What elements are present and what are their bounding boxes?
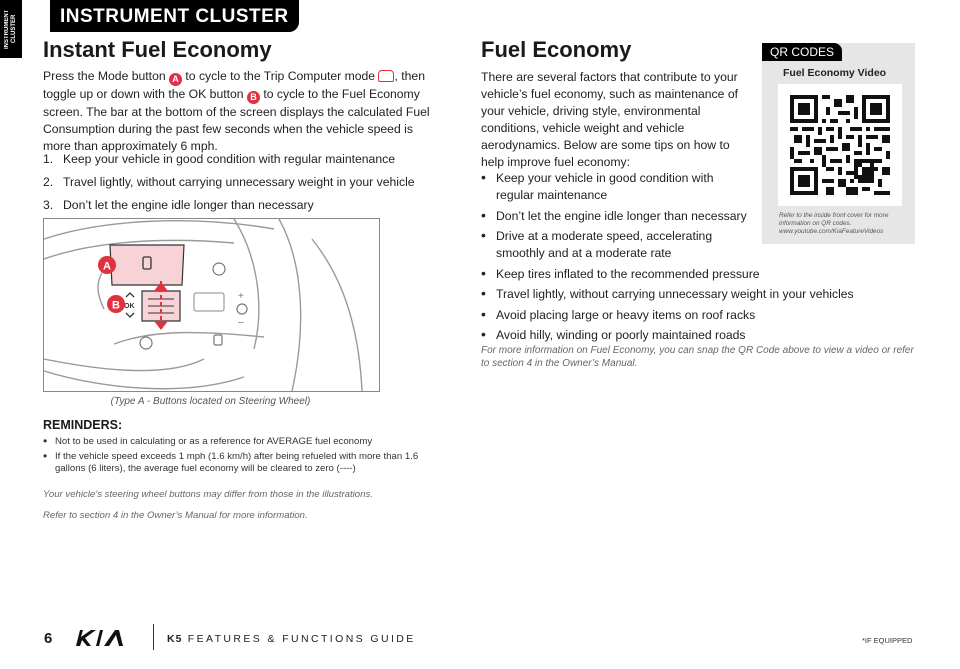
- qr-code-icon: [790, 95, 890, 195]
- steering-wheel-drawing: OK + – A B: [44, 219, 363, 391]
- lane-icon: [139, 336, 153, 350]
- callout-a-label: A: [103, 261, 111, 273]
- fuel-tips-list: Keep your vehicle in good condition with…: [481, 169, 901, 348]
- list-item: Avoid placing large or heavy items on ro…: [481, 306, 901, 324]
- list-item: Don’t let the engine idle longer than ne…: [481, 207, 901, 225]
- reminders-title: REMINDERS:: [43, 418, 123, 432]
- list-item: Travel lightly, without carrying unneces…: [481, 285, 901, 303]
- side-section-tab: INSTRUMENT CLUSTER: [0, 0, 22, 58]
- list-item: Not to be used in calculating or as a re…: [43, 435, 438, 448]
- mode-button-icon: [142, 256, 152, 270]
- fuel-economy-title: Fuel Economy: [481, 37, 632, 62]
- footer-divider: [153, 624, 154, 650]
- qr-code[interactable]: [778, 84, 902, 206]
- steering-wheel-illustration: OK + – A B: [43, 218, 380, 392]
- callout-b-label: B: [112, 300, 120, 312]
- kia-logo-icon: [76, 630, 123, 646]
- qr-title: Fuel Economy Video: [783, 67, 887, 79]
- svg-text:+: +: [238, 291, 244, 302]
- figure-caption: (Type A - Buttons located on Steering Wh…: [110, 396, 311, 407]
- list-item: Keep tires inflated to the recommended p…: [481, 265, 901, 283]
- list-item: 3.Don’t let the engine idle longer than …: [43, 198, 314, 212]
- instant-fuel-economy-title: Instant Fuel Economy: [43, 37, 272, 62]
- footer-guide-title: K5 FEATURES & FUNCTIONS GUIDE: [167, 633, 416, 645]
- list-item: 1.Keep your vehicle in good condition wi…: [43, 152, 395, 166]
- list-item: Drive at a moderate speed, accelerating …: [481, 227, 736, 262]
- if-equipped-note: *IF EQUIPPED: [862, 636, 913, 645]
- up-arrow-icon: [154, 282, 168, 291]
- owners-manual-note: Refer to section 4 in the Owner’s Manual…: [43, 510, 308, 521]
- callout-a-icon: [98, 256, 116, 274]
- fuel-economy-intro: There are several factors that contribut…: [481, 70, 738, 169]
- ok-label: OK: [124, 303, 135, 310]
- illustration-note: Your vehicle’s steering wheel buttons ma…: [43, 489, 373, 500]
- badge-b-icon: B: [246, 91, 260, 104]
- instant-fuel-intro: Press the Mode button A to cycle to the …: [43, 69, 430, 153]
- page-number: 6: [44, 630, 53, 647]
- list-item: Avoid hilly, winding or poorly maintaine…: [481, 326, 901, 344]
- svg-text:–: –: [238, 317, 244, 328]
- callout-b-icon: [107, 295, 125, 313]
- mode-button-highlight: [109, 244, 185, 286]
- tips-numbered-list: 1.Keep your vehicle in good condition wi…: [43, 152, 443, 212]
- list-item: If the vehicle speed exceeds 1 mph (1.6 …: [43, 450, 438, 475]
- reminders-list: Not to be used in calculating or as a re…: [43, 435, 438, 478]
- down-arrow-icon: [154, 321, 168, 330]
- section-header-tab: INSTRUMENT CLUSTER: [50, 0, 299, 32]
- qr-codes-tab: QR CODES: [762, 43, 843, 61]
- cruise-icon: [212, 262, 226, 276]
- list-item: Keep your vehicle in good condition with…: [481, 169, 736, 204]
- trip-computer-icon: [378, 70, 395, 82]
- list-item: 2.Travel lightly, without carrying unnec…: [43, 175, 415, 189]
- badge-a-icon: A: [169, 73, 183, 86]
- qr-note: Refer to the inside front cover for more…: [779, 212, 889, 235]
- distance-icon: [236, 303, 248, 315]
- fuel-economy-note: For more information on Fuel Economy, yo…: [481, 345, 914, 369]
